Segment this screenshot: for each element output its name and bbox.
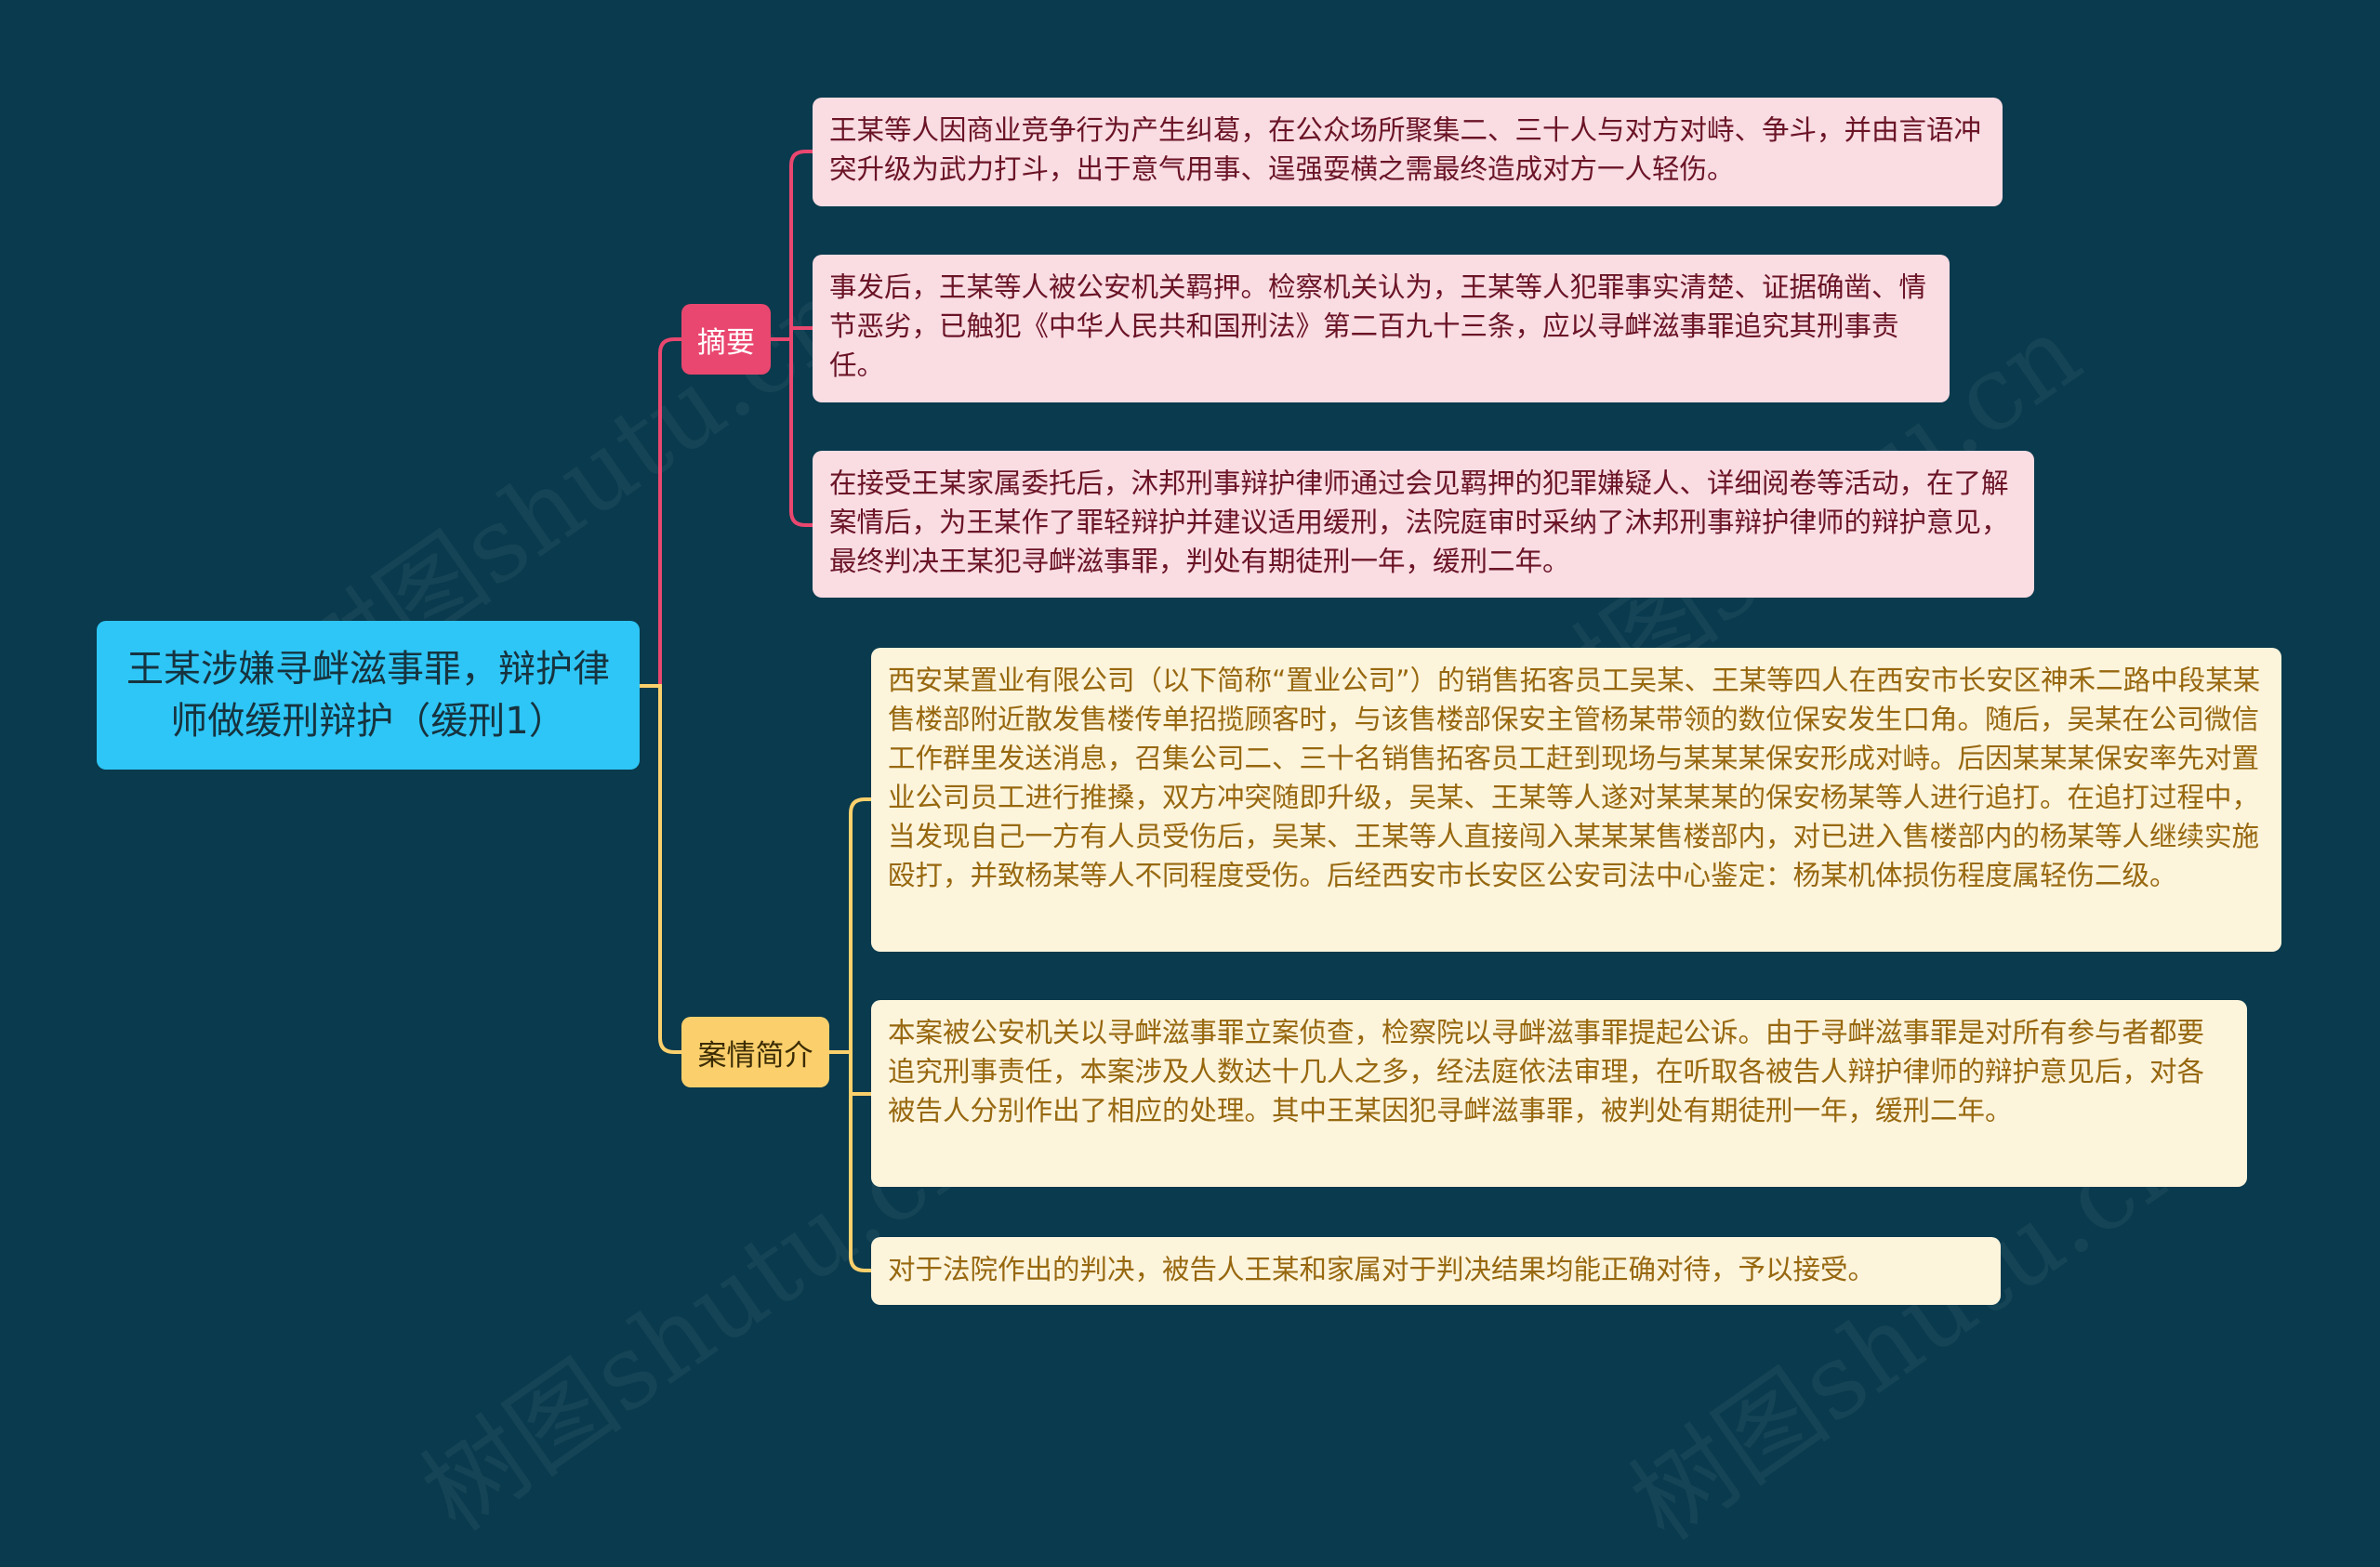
case-item[interactable]: 对于法院作出的判决，被告人王某和家属对于判决结果均能正确对待，予以接受。	[871, 1237, 2001, 1305]
root-topic-label: 王某涉嫌寻衅滋事罪，辩护律师做缓刑辩护（缓刑1）	[126, 648, 610, 743]
connector-lines	[640, 150, 871, 1272]
case-item[interactable]: 西安某置业有限公司（以下简称“置业公司”）的销售拓客员工吴某、王某等四人在西安市…	[871, 648, 2281, 952]
summary-item[interactable]: 事发后，王某等人被公安机关羁押。检察机关认为，王某等人犯罪事实清楚、证据确凿、情…	[813, 255, 1950, 402]
branch-case-intro[interactable]: 案情简介	[681, 1017, 829, 1087]
connector-case-items	[849, 797, 871, 1272]
connector-summary-items	[789, 150, 813, 527]
root-topic[interactable]: 王某涉嫌寻衅滋事罪，辩护律师做缓刑辩护（缓刑1）	[97, 621, 640, 770]
branch-summary-label: 摘要	[697, 325, 755, 360]
summary-item[interactable]: 在接受王某家属委托后，沐邦刑事辩护律师通过会见羁押的犯罪嫌疑人、详细阅卷等活动，…	[813, 451, 2034, 598]
branch-case-intro-label: 案情简介	[697, 1038, 813, 1073]
summary-item[interactable]: 王某等人因商业竞争行为产生纠葛，在公众场所聚集二、三十人与对方对峙、争斗，并由言…	[813, 98, 2003, 206]
branch-summary[interactable]: 摘要	[681, 304, 771, 375]
case-item[interactable]: 本案被公安机关以寻衅滋事罪立案侦查，检察院以寻衅滋事罪提起公诉。由于寻衅滋事罪是…	[871, 1000, 2247, 1187]
connector-root-summary	[658, 337, 681, 696]
connector-root-case	[640, 684, 681, 1054]
